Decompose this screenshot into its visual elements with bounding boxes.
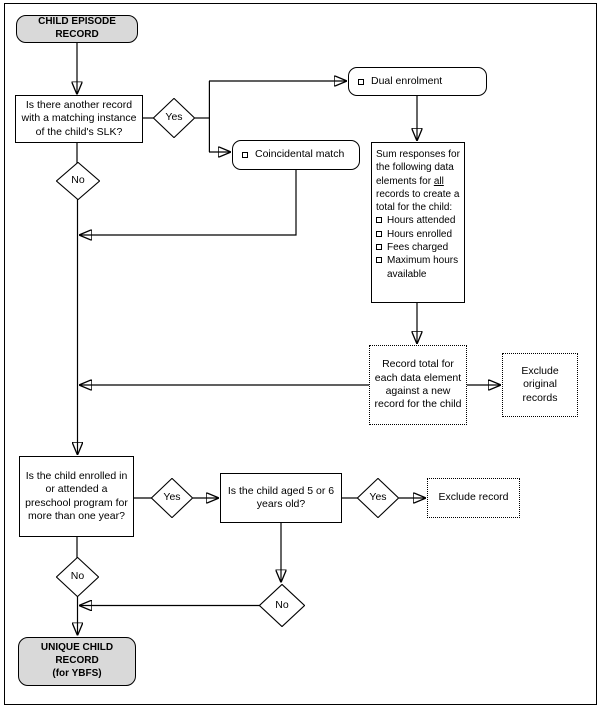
- square-bullet-icon: [376, 217, 382, 224]
- data-element-item: Hours enrolled: [376, 228, 462, 241]
- square-bullet-icon: [376, 230, 382, 237]
- data-element-label: Hours enrolled: [387, 228, 453, 240]
- decision-yes-age: Yes: [357, 478, 399, 518]
- text-line: with a matching instance: [21, 112, 137, 125]
- data-element-item: Hours attended: [376, 214, 462, 227]
- text-line: preschool program for: [25, 496, 128, 509]
- text-line: years old?: [256, 498, 306, 510]
- decision-label: No: [275, 598, 289, 611]
- decision-yes-slk: Yes: [153, 98, 195, 138]
- decision-no-slk: No: [56, 162, 100, 200]
- dual-enrolment-label: Dual enrolment: [371, 74, 443, 87]
- diamond-shape: [259, 584, 305, 627]
- end-terminator: UNIQUE CHILD RECORD(for YBFS): [18, 637, 136, 686]
- text-line: Is the child aged 5 or 6: [227, 484, 335, 497]
- data-element-label: Hours attended: [387, 215, 456, 227]
- decision-label: Yes: [165, 111, 183, 124]
- sum-instruction-text: Sum responses for the following data ele…: [376, 148, 462, 214]
- text-line: Is the child enrolled in: [25, 469, 128, 482]
- sum-responses-box: Sum responses for the following data ele…: [371, 142, 465, 303]
- square-bullet-icon: [376, 257, 382, 264]
- diamond-shape: [56, 557, 99, 597]
- edge-coincidental-to-spine: [80, 170, 297, 235]
- text-line: Is there another record: [25, 98, 133, 111]
- decision-no-preschool: No: [56, 557, 99, 597]
- text-line: original: [523, 378, 557, 391]
- decision-no-age: No: [259, 584, 305, 627]
- text-line: Exclude: [521, 364, 559, 377]
- text-line: records: [522, 391, 558, 404]
- coincidental-match-label-box: Coincidental match: [232, 140, 360, 170]
- diamond-shape: [151, 478, 193, 518]
- text-line: (for YBFS): [52, 667, 102, 679]
- text-line: or attended a: [45, 483, 108, 496]
- page-border: [4, 3, 597, 705]
- sum-text-pre: Sum responses for the following data ele…: [376, 149, 460, 187]
- square-bullet-icon: [376, 244, 382, 251]
- data-element-item: Maximum hours available: [376, 254, 462, 281]
- start-terminator: CHILD EPISODE RECORD: [16, 15, 138, 43]
- data-element-item: Fees charged: [376, 241, 462, 254]
- exclude-record-box: Exclude record: [427, 478, 520, 518]
- text-line: Record total for: [382, 358, 454, 371]
- end-label: UNIQUE CHILD RECORD(for YBFS): [19, 642, 135, 680]
- decision-label: No: [71, 174, 85, 187]
- decision-label: Yes: [369, 491, 387, 504]
- decision-yes-preschool: Yes: [151, 478, 193, 518]
- exclude-record-label: Exclude record: [438, 491, 509, 504]
- decision-label: No: [70, 570, 85, 583]
- text-line: against a new: [385, 385, 451, 397]
- text-line: record for the child: [374, 398, 462, 411]
- decision-label: Yes: [163, 491, 181, 504]
- text-line: more than one year?: [28, 509, 125, 522]
- text-line: of the child's SLK?: [35, 125, 123, 138]
- data-element-label: Fees charged: [387, 242, 449, 254]
- start-label: CHILD EPISODE RECORD: [38, 16, 116, 40]
- sum-text-post: records to create a total for the child:: [376, 188, 460, 214]
- checkbox-icon: [358, 78, 364, 85]
- diamond-shape: [153, 98, 195, 138]
- sum-text-underlined-all: all: [433, 175, 444, 187]
- coincidental-match-label: Coincidental match: [255, 148, 345, 161]
- data-element-label: Maximum hours available: [387, 255, 459, 280]
- diamond-shape: [56, 162, 100, 200]
- diamond-shape: [357, 478, 399, 518]
- checkbox-icon: [242, 152, 248, 158]
- text-line: each data element: [374, 371, 462, 384]
- text-line: UNIQUE CHILD RECORD: [40, 642, 114, 667]
- dual-enrolment-label-box: Dual enrolment: [348, 67, 487, 96]
